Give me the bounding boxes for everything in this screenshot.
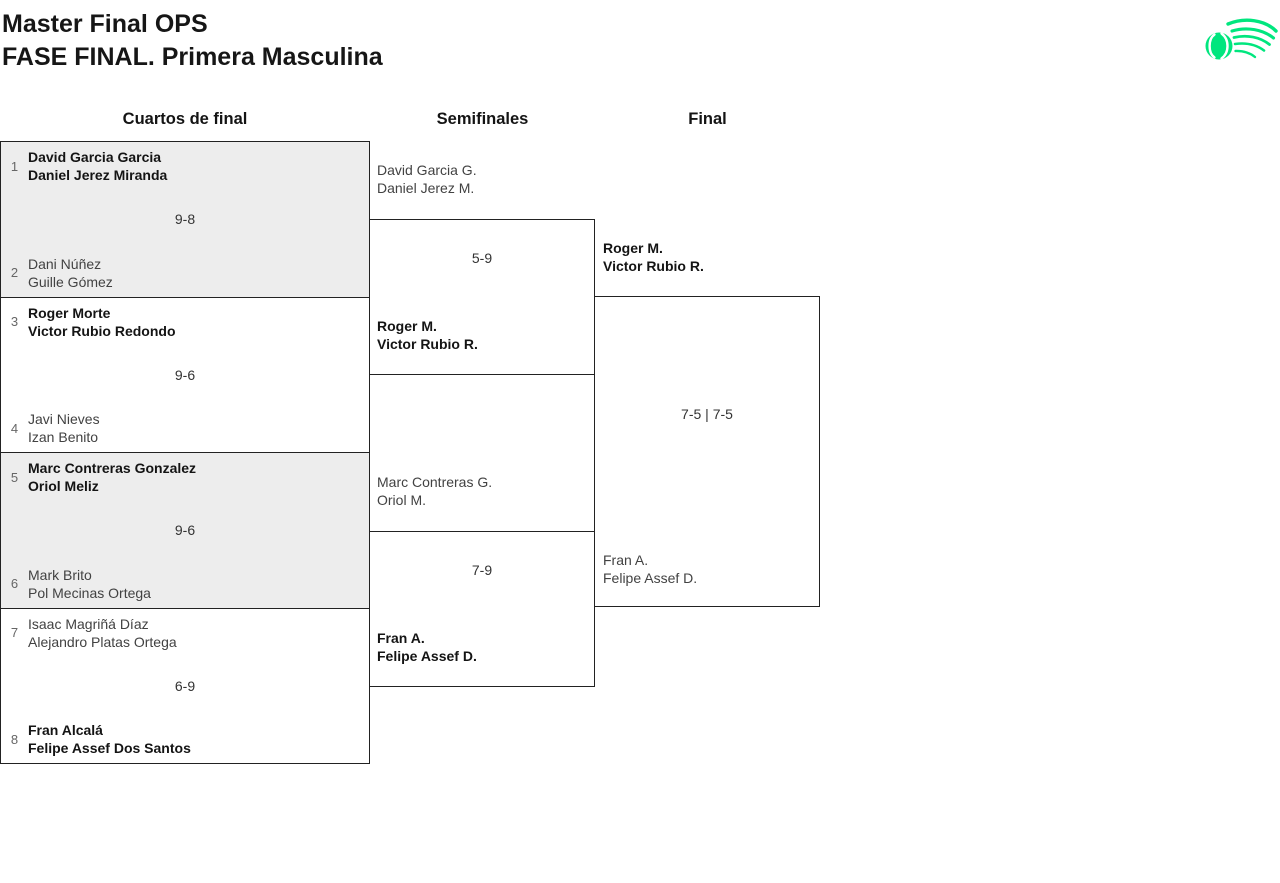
semifinal-2-team-bottom: Fran A. Felipe Assef D. <box>377 629 589 665</box>
player-name: Oriol M. <box>377 492 426 508</box>
player-name: Alejandro Platas Ortega <box>28 633 177 650</box>
semifinal-1-team-bottom: Roger M. Victor Rubio R. <box>377 317 589 353</box>
team-row: 2 Dani Núñez Guille Gómez <box>1 255 369 291</box>
quarterfinals-column: 1 David Garcia Garcia Daniel Jerez Miran… <box>0 141 370 764</box>
seed-number: 2 <box>10 265 19 280</box>
team-names: Marc Contreras Gonzalez Oriol Meliz <box>28 459 196 495</box>
final-team-bottom: Fran A. Felipe Assef D. <box>603 551 815 587</box>
seed-number: 5 <box>10 469 19 485</box>
player-name: Roger M. <box>603 240 663 256</box>
semifinal-1-team-top: David Garcia G. Daniel Jerez M. <box>377 161 589 197</box>
player-name: Felipe Assef D. <box>377 648 477 664</box>
team-row: 8 Fran Alcalá Felipe Assef Dos Santos <box>1 721 369 757</box>
quarterfinal-match-4: 7 Isaac Magriñá Díaz Alejandro Platas Or… <box>1 607 369 763</box>
semifinal-2-connector-box <box>369 531 595 687</box>
team-names: Dani Núñez Guille Gómez <box>28 255 113 291</box>
team-names: Javi Nieves Izan Benito <box>28 410 100 446</box>
player-name: Mark Brito <box>28 566 92 583</box>
quarterfinal-match-3: 5 Marc Contreras Gonzalez Oriol Meliz 9-… <box>1 452 369 608</box>
column-header-final: Final <box>688 110 727 128</box>
page-title: Master Final OPS FASE FINAL. Primera Mas… <box>2 8 383 74</box>
player-name: Roger Morte <box>28 304 111 321</box>
semifinal-2-score: 7-9 <box>471 562 493 578</box>
team-row: 6 Mark Brito Pol Mecinas Ortega <box>1 566 369 602</box>
player-name: Fran Alcalá <box>28 722 103 738</box>
quarterfinal-match-1: 1 David Garcia Garcia Daniel Jerez Miran… <box>1 142 369 297</box>
match-score: 6-9 <box>174 677 196 694</box>
player-name: Dani Núñez <box>28 255 102 272</box>
player-name: Fran A. <box>603 552 649 568</box>
player-name: Pol Mecinas Ortega <box>28 584 151 601</box>
player-name: Daniel Jerez Miranda <box>28 167 168 183</box>
final-team-top: Roger M. Victor Rubio R. <box>603 239 815 275</box>
player-name: Felipe Assef Dos Santos <box>28 740 191 756</box>
player-name: Javi Nieves <box>28 411 100 427</box>
team-names: David Garcia Garcia Daniel Jerez Miranda <box>28 148 167 184</box>
page-title-line2: FASE FINAL. Primera Masculina <box>2 43 383 71</box>
player-name: Guille Gómez <box>28 273 113 290</box>
seed-number: 7 <box>10 625 19 640</box>
seed-number: 4 <box>10 420 19 436</box>
team-names: Roger Morte Victor Rubio Redondo <box>28 304 176 340</box>
team-row: 3 Roger Morte Victor Rubio Redondo <box>1 304 369 340</box>
team-names: Fran Alcalá Felipe Assef Dos Santos <box>28 721 191 757</box>
player-name: Marc Contreras Gonzalez <box>28 460 197 476</box>
page-title-line1: Master Final OPS <box>2 10 208 38</box>
team-names: Isaac Magriñá Díaz Alejandro Platas Orte… <box>28 615 177 651</box>
player-name: Marc Contreras G. <box>377 474 493 490</box>
player-name: Fran A. <box>377 630 425 646</box>
player-name: Victor Rubio Redondo <box>28 322 176 339</box>
player-name: Victor Rubio R. <box>377 336 478 352</box>
column-header-semifinales: Semifinales <box>436 110 529 128</box>
semifinal-1-score: 5-9 <box>471 250 493 266</box>
match-score: 9-6 <box>174 522 196 539</box>
semifinal-2-team-top: Marc Contreras G. Oriol M. <box>377 473 589 509</box>
quarterfinal-match-2: 3 Roger Morte Victor Rubio Redondo 9-6 4… <box>1 296 369 452</box>
team-row: 7 Isaac Magriñá Díaz Alejandro Platas Or… <box>1 615 369 651</box>
column-header-cuartos: Cuartos de final <box>122 110 248 128</box>
player-name: Oriol Meliz <box>28 478 99 494</box>
team-row: 4 Javi Nieves Izan Benito <box>1 410 369 446</box>
player-name: Daniel Jerez M. <box>377 180 475 196</box>
team-names: Mark Brito Pol Mecinas Ortega <box>28 566 151 602</box>
player-name: David Garcia Garcia <box>28 149 162 165</box>
seed-number: 8 <box>10 731 19 747</box>
seed-number: 3 <box>10 314 19 329</box>
team-row: 1 David Garcia Garcia Daniel Jerez Miran… <box>1 148 369 184</box>
seed-number: 6 <box>10 576 19 591</box>
match-score: 9-6 <box>174 366 196 383</box>
match-score: 9-8 <box>174 211 196 228</box>
player-name: Isaac Magriñá Díaz <box>28 615 149 632</box>
player-name: David Garcia G. <box>377 162 477 178</box>
player-name: Victor Rubio R. <box>603 258 704 274</box>
final-score: 7-5 | 7-5 <box>681 406 733 422</box>
player-name: Felipe Assef D. <box>603 570 698 586</box>
player-name: Roger M. <box>377 318 437 334</box>
seed-number: 1 <box>10 158 19 174</box>
final-connector-box <box>594 296 820 607</box>
team-row: 5 Marc Contreras Gonzalez Oriol Meliz <box>1 459 369 495</box>
player-name: Izan Benito <box>28 429 99 445</box>
ball-swoosh-logo-icon <box>1205 18 1278 60</box>
